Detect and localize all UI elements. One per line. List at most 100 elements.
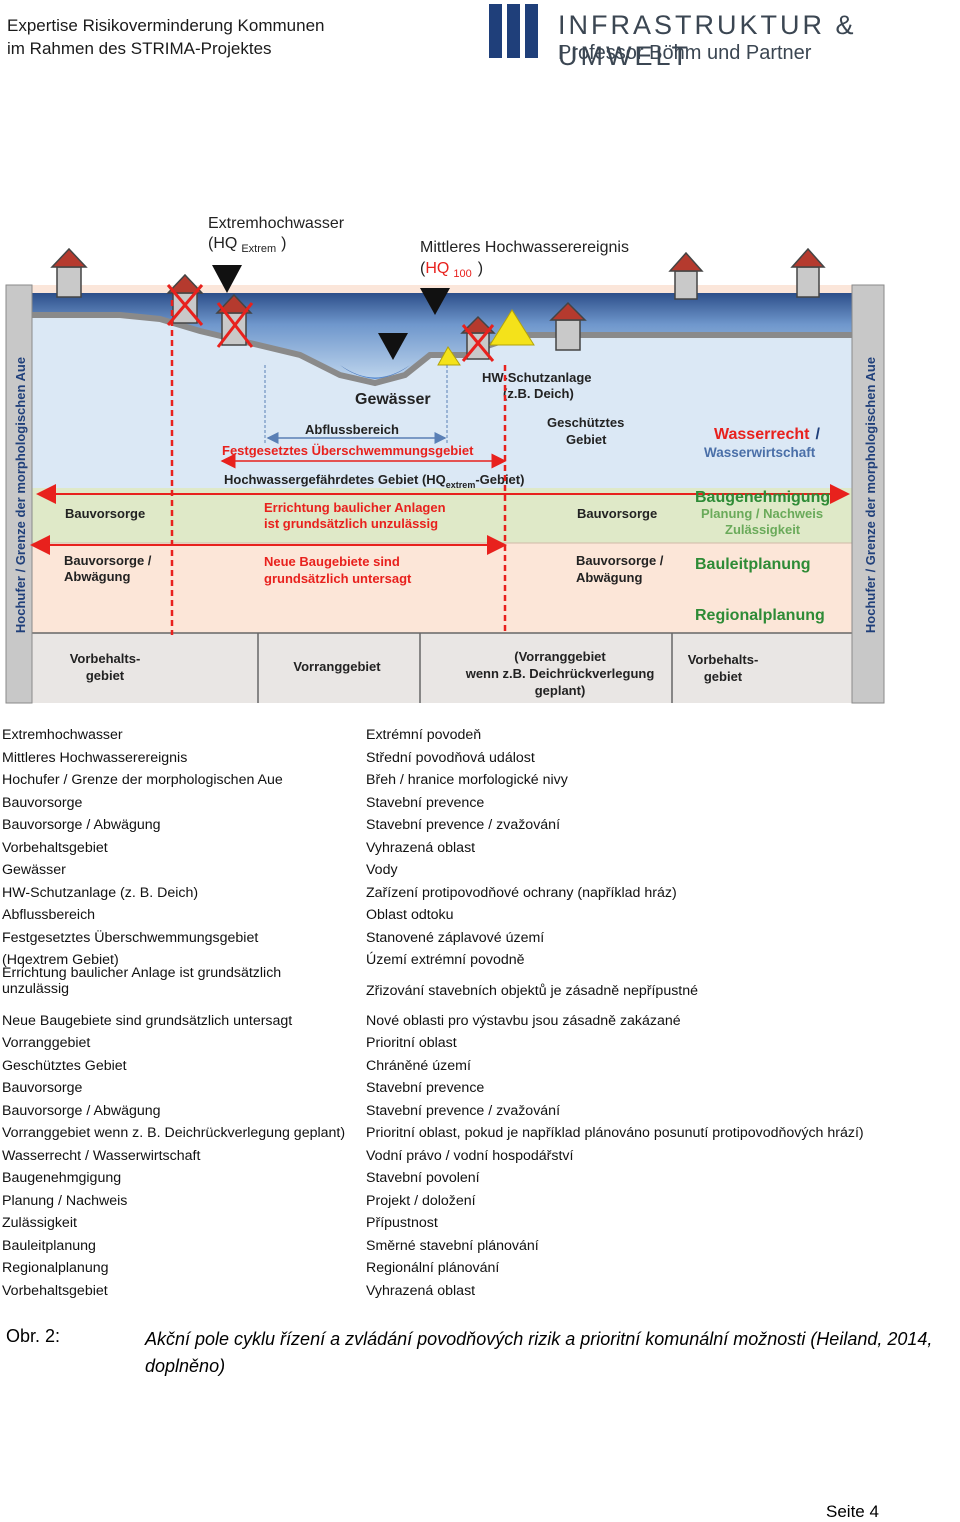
label-vorbehalt1-right: Vorbehalts- bbox=[688, 652, 759, 667]
label-baugenehmigung: Baugenehmigung bbox=[695, 489, 830, 506]
czech-term: Stavební prevence bbox=[366, 794, 485, 811]
czech-term: Břeh / hranice morfologické nivy bbox=[366, 772, 568, 788]
dike-small bbox=[437, 346, 461, 366]
label-wasserwirtschaft: Wasserwirtschaft bbox=[704, 445, 816, 460]
label-geschuetzt1: Geschütztes bbox=[547, 415, 624, 430]
table-row: Extremhochwasser Extrémní povodeň bbox=[0, 727, 960, 747]
extreme-level-marker bbox=[212, 265, 242, 293]
table-row: (Hqextrem Gebiet)Území extrémní povodně bbox=[0, 952, 960, 972]
german-term: Festgesetztes Überschwemmungsgebiet bbox=[2, 929, 259, 946]
german-term: Extremhochwasser bbox=[2, 727, 123, 743]
german-term: (Hqextrem Gebiet) bbox=[2, 952, 119, 968]
cross-icon bbox=[166, 284, 495, 362]
german-term: Bauleitplanung bbox=[2, 1237, 96, 1254]
czech-term: Stavební prevence / zvažování bbox=[366, 1102, 561, 1119]
czech-term: Střední povodňová událost bbox=[366, 749, 535, 766]
label-vrwenn1: (Vorranggebiet bbox=[514, 649, 606, 664]
czech-term: Chráněné území bbox=[366, 1057, 471, 1074]
table-row: Hochufer / Grenze der morphologischen Au… bbox=[0, 772, 960, 792]
german-term: Vorranggebiet wenn z. B. Deichrückverleg… bbox=[2, 1125, 346, 1141]
figure-label: Obr. 2: bbox=[6, 1326, 61, 1346]
german-term: Regionalplanung bbox=[2, 1260, 109, 1276]
label-bauvorsorge-left: Bauvorsorge bbox=[65, 506, 145, 521]
german-term: Bauvorsorge bbox=[2, 794, 83, 811]
label-extremhochwasser: Extremhochwasser bbox=[208, 215, 345, 232]
czech-term: Oblast odtoku bbox=[366, 907, 454, 923]
label-mittleres: Mittleres Hochwasserereignis bbox=[420, 239, 629, 256]
czech-term: Regionální plánování bbox=[366, 1260, 500, 1276]
label-vorbehalt2-right: gebiet bbox=[704, 669, 743, 684]
label-bvabw1-left: Bauvorsorge / bbox=[64, 553, 152, 568]
table-row: Abflussbereich Oblast odtoku bbox=[0, 907, 960, 927]
table-row: Bauvorsorge / Abwägung Stavební prevence … bbox=[0, 1103, 960, 1123]
dike-large bbox=[489, 309, 535, 346]
german-term: Hochufer / Grenze der morphologischen Au… bbox=[2, 772, 283, 788]
label-abfluss: Abflussbereich bbox=[305, 422, 399, 437]
czech-term: Nové oblasti pro výstavbu jsou zásadně z… bbox=[366, 1012, 681, 1029]
label-hochwassergef: Hochwassergefährdetes Gebiet (HQextrem-G… bbox=[224, 472, 524, 490]
label-regionalplanung: Regionalplanung bbox=[695, 607, 825, 624]
label-planung: Planung / Nachweis bbox=[701, 506, 823, 521]
label-bvabw1-right: Bauvorsorge / bbox=[576, 553, 664, 568]
czech-term: Stavební prevence / zvažování bbox=[366, 817, 561, 833]
header-title-line2: im Rahmen des STRIMA-Projektes bbox=[7, 39, 272, 58]
czech-term: Extrémní povodeň bbox=[366, 727, 482, 743]
header-title-line1: Expertise Risikoverminderung Kommunen bbox=[7, 16, 325, 35]
czech-term: Stanovené záplavové území bbox=[366, 929, 545, 946]
czech-term: Prioritní oblast bbox=[366, 1035, 457, 1051]
german-term: Vorbehaltsgebiet bbox=[2, 839, 108, 856]
czech-term: Zařízení protipovodňové ochrany (napříkl… bbox=[366, 884, 677, 901]
czech-term: Prioritní oblast, pokud je například plá… bbox=[366, 1125, 864, 1141]
label-bauleitplanung: Bauleitplanung bbox=[695, 556, 811, 573]
label-gewaesser: Gewässer bbox=[355, 391, 431, 408]
czech-term: Směrné stavební plánování bbox=[366, 1237, 539, 1254]
german-term: Gewässer bbox=[2, 862, 66, 878]
zone-blue bbox=[32, 410, 852, 488]
czech-term: Vyhrazená oblast bbox=[366, 1282, 476, 1299]
label-zulaessigkeit: Zulässigkeit bbox=[725, 522, 801, 537]
zone-pink bbox=[32, 543, 852, 633]
table-row: Planung / Nachweis Projekt / doložení bbox=[0, 1193, 960, 1213]
label-festgesetzt: Festgesetztes Überschwemmungsgebiet bbox=[222, 443, 474, 458]
label-vorranggebiet: Vorranggebiet bbox=[293, 659, 381, 674]
german-term: Bauvorsorge / Abwägung bbox=[2, 1102, 161, 1119]
german-term: Errichtung baulicher Anlage ist grundsät… bbox=[2, 964, 282, 997]
zone-grey bbox=[32, 633, 852, 703]
czech-term: Přípustnost bbox=[366, 1215, 438, 1231]
table-row: Mittleres Hochwasserereignis Střední povo… bbox=[0, 750, 960, 770]
table-row: Vorbehaltsgebiet Vyhrazená oblast bbox=[0, 840, 960, 860]
label-vrwenn3: geplant) bbox=[535, 683, 586, 698]
table-row: Festgesetztes Überschwemmungsgebiet Stano… bbox=[0, 930, 960, 950]
company-logo: INFRASTRUKTUR & UMWELT Professor Böhm un… bbox=[489, 4, 959, 71]
left-bank bbox=[5, 284, 33, 704]
mean-level-marker bbox=[378, 333, 408, 360]
label-vorbehalt2-left: gebiet bbox=[86, 668, 125, 683]
czech-term: Projekt / doložení bbox=[366, 1192, 476, 1209]
logo-subtitle: Professor Böhm und Partner bbox=[558, 42, 812, 64]
flood-zones-diagram: Hochufer / Grenze der morphologischen Au… bbox=[5, 215, 885, 704]
hochufer-right: Hochufer / Grenze der morphologischen Au… bbox=[863, 357, 878, 633]
page-number: Seite 4 bbox=[826, 1502, 879, 1521]
table-row: Gewässer Vody bbox=[0, 862, 960, 882]
label-hw-line2: (z.B. Deich) bbox=[503, 386, 574, 401]
german-term: Vorranggebiet bbox=[2, 1035, 91, 1051]
german-term: Planung / Nachweis bbox=[2, 1192, 128, 1209]
table-row: Vorranggebiet wenn z. B. Deichrückverleg… bbox=[0, 1125, 960, 1145]
house-icon bbox=[50, 247, 826, 360]
table-row: Neue Baugebiete sind grundsätzlich unter… bbox=[0, 1013, 960, 1033]
czech-term: Vyhrazená oblast bbox=[366, 839, 476, 856]
czech-term: Stavební prevence bbox=[366, 1080, 485, 1096]
german-term: Abflussbereich bbox=[2, 907, 96, 923]
czech-term: Stavební povolení bbox=[366, 1170, 480, 1186]
german-term: Wasserrecht / Wasserwirtschaft bbox=[2, 1147, 201, 1164]
czech-term: Vody bbox=[366, 862, 398, 878]
label-errichtung1: Errichtung baulicher Anlagen bbox=[264, 500, 446, 515]
german-term: Mittleres Hochwasserereignis bbox=[2, 749, 188, 766]
label-neue1: Neue Baugebiete sind bbox=[264, 554, 400, 569]
